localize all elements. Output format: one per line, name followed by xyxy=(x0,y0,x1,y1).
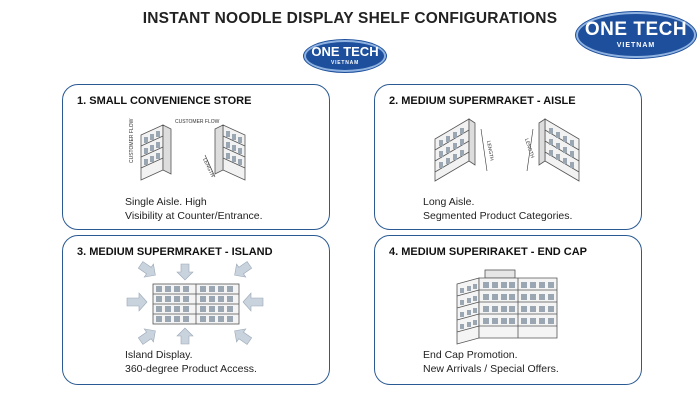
panel-medium-supermarket-island: 3. MEDIUM SUPERMRAKET - ISLAND xyxy=(62,235,330,385)
length-label-left: LENGTH xyxy=(485,140,494,161)
desc-line-1: Island Display. xyxy=(125,349,193,361)
desc-line-1: Single Aisle. High xyxy=(125,196,207,208)
desc-line-2: 360-degree Product Access. xyxy=(125,363,257,375)
panel-description: Long Aisle. Segmented Product Categories… xyxy=(423,195,572,223)
arrow-icon xyxy=(126,292,148,312)
desc-line-2: New Arrivals / Special Offers. xyxy=(423,363,559,375)
arrow-icon xyxy=(137,328,156,345)
logo-small-main-text: ONE TECH xyxy=(311,44,379,59)
length-label-right: LENGTH xyxy=(523,138,535,160)
long-aisle-shelves-illustration: LENGTH LENGTH xyxy=(434,118,580,182)
logo-small-sub-text: VIETNAM xyxy=(330,60,360,66)
single-aisle-shelves-illustration: CUSTOMER FLOW CUSTOMER FLOW LENGTH xyxy=(129,118,246,181)
end-cap-shelf-illustration xyxy=(456,269,558,345)
arrow-icon xyxy=(234,261,253,278)
arrow-icon xyxy=(176,327,194,345)
page-title: INSTANT NOODLE DISPLAY SHELF CONFIGURATI… xyxy=(142,10,558,27)
one-tech-logo-large: ONE TECH VIETNAM xyxy=(576,12,696,58)
panel-title: 2. MEDIUM SUPERMRAKET - AISLE xyxy=(389,95,576,107)
desc-line-2: Visibility at Counter/Entrance. xyxy=(125,210,263,222)
panel-medium-supermarket-end-cap: 4. MEDIUM SUPERIRAKET - END CAP End Cap … xyxy=(374,235,642,385)
length-dimension-line-left xyxy=(480,128,488,172)
island-display-illustration xyxy=(126,261,264,345)
length-dimension-line-right xyxy=(526,128,534,172)
promo-sign xyxy=(484,269,516,279)
desc-line-1: End Cap Promotion. xyxy=(423,349,518,361)
desc-line-2: Segmented Product Categories. xyxy=(423,210,573,222)
panel-title: 4. MEDIUM SUPERIRAKET - END CAP xyxy=(389,246,588,258)
customer-flow-label: CUSTOMER FLOW xyxy=(175,119,220,125)
panel-description: Island Display. 360-degree Product Acces… xyxy=(125,348,257,376)
panel-description: End Cap Promotion. New Arrivals / Specia… xyxy=(423,348,559,376)
length-dimension-line xyxy=(204,154,216,178)
panel-description: Single Aisle. High Visibility at Counter… xyxy=(125,195,263,223)
logo-sub-text: VIETNAM xyxy=(616,42,656,49)
arrow-icon xyxy=(137,261,156,278)
panel-medium-supermarket-aisle: 2. MEDIUM SUPERMRAKET - AISLE LENGTH LEN… xyxy=(374,84,642,230)
arrow-icon xyxy=(242,292,264,312)
one-tech-logo-small: ONE TECH VIETNAM xyxy=(304,40,386,72)
length-label: LENGTH xyxy=(201,157,215,178)
panel-title: 1. SMALL CONVENIENCE STORE xyxy=(77,95,252,107)
desc-line-1: Long Aisle. xyxy=(423,196,475,208)
panel-small-convenience-store: 1. SMALL CONVENIENCE STORE CUSTOMER FLOW… xyxy=(62,84,330,230)
panel-title: 3. MEDIUM SUPERMRAKET - ISLAND xyxy=(77,246,273,258)
customer-flow-side-label: CUSTOMER FLOW xyxy=(129,118,135,163)
logo-main-text: ONE TECH xyxy=(584,19,688,40)
arrow-icon xyxy=(234,328,253,345)
arrow-icon xyxy=(176,263,194,281)
